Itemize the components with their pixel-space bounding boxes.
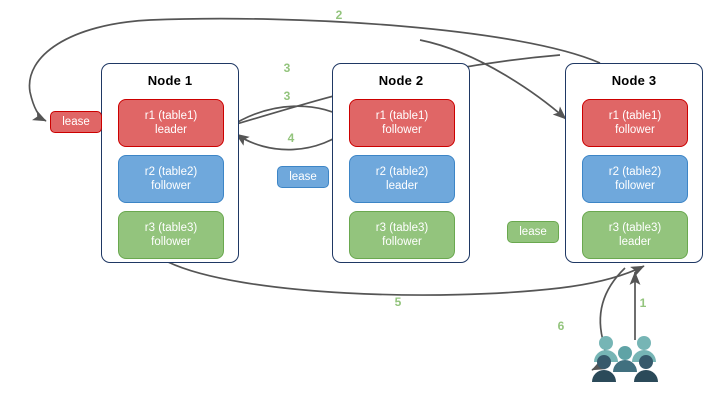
node-title-1: Node 1 <box>147 73 193 88</box>
step-label-6: 6 <box>557 319 565 333</box>
replica-n1-r3[interactable]: r3 (table3) follower <box>118 211 224 259</box>
replica-role: leader <box>386 180 418 192</box>
replica-n1-r2[interactable]: r2 (table2) follower <box>118 155 224 203</box>
replica-n2-r2[interactable]: r2 (table2) leader <box>349 155 455 203</box>
step-label-3a: 3 <box>283 61 291 75</box>
node-title-2: Node 2 <box>378 73 424 88</box>
edge-step-5 <box>167 261 645 296</box>
replica-name: r2 (table2) <box>144 166 198 178</box>
replica-name: r3 (table3) <box>375 222 429 234</box>
node-title-3: Node 3 <box>611 73 657 88</box>
replica-role: follower <box>382 124 422 136</box>
replica-n3-r2[interactable]: r2 (table2) follower <box>582 155 688 203</box>
replica-n1-r1[interactable]: r1 (table1) leader <box>118 99 224 147</box>
lease-chip-r2[interactable]: lease <box>277 166 329 188</box>
lease-chip-r1[interactable]: lease <box>50 111 102 133</box>
step-label-5: 5 <box>394 295 402 309</box>
replica-role: follower <box>615 124 655 136</box>
replica-name: r3 (table3) <box>144 222 198 234</box>
node-container-2[interactable]: Node 2 r1 (table1) follower r2 (table2) … <box>332 63 470 263</box>
replica-n2-r1[interactable]: r1 (table1) follower <box>349 99 455 147</box>
replica-name: r3 (table3) <box>608 222 662 234</box>
users-group-icon <box>592 336 658 382</box>
lease-chip-r3[interactable]: lease <box>507 221 559 243</box>
replica-role: follower <box>382 236 422 248</box>
step-label-4: 4 <box>287 131 295 145</box>
replica-name: r2 (table2) <box>375 166 429 178</box>
step-label-1: 1 <box>639 296 647 310</box>
replica-role: leader <box>619 236 651 248</box>
replica-role: follower <box>151 236 191 248</box>
replica-n2-r3[interactable]: r3 (table3) follower <box>349 211 455 259</box>
replica-role: leader <box>155 124 187 136</box>
replica-n3-r1[interactable]: r1 (table1) follower <box>582 99 688 147</box>
replica-role: follower <box>151 180 191 192</box>
node-container-1[interactable]: Node 1 r1 (table1) leader r2 (table2) fo… <box>101 63 239 263</box>
replica-name: r1 (table1) <box>608 110 662 122</box>
replica-name: r1 (table1) <box>144 110 198 122</box>
node-container-3[interactable]: Node 3 r1 (table1) follower r2 (table2) … <box>565 63 703 263</box>
step-label-2: 2 <box>335 8 343 22</box>
step-label-3b: 3 <box>283 89 291 103</box>
replica-name: r2 (table2) <box>608 166 662 178</box>
replica-role: follower <box>615 180 655 192</box>
replica-n3-r3[interactable]: r3 (table3) leader <box>582 211 688 259</box>
replica-name: r1 (table1) <box>375 110 429 122</box>
